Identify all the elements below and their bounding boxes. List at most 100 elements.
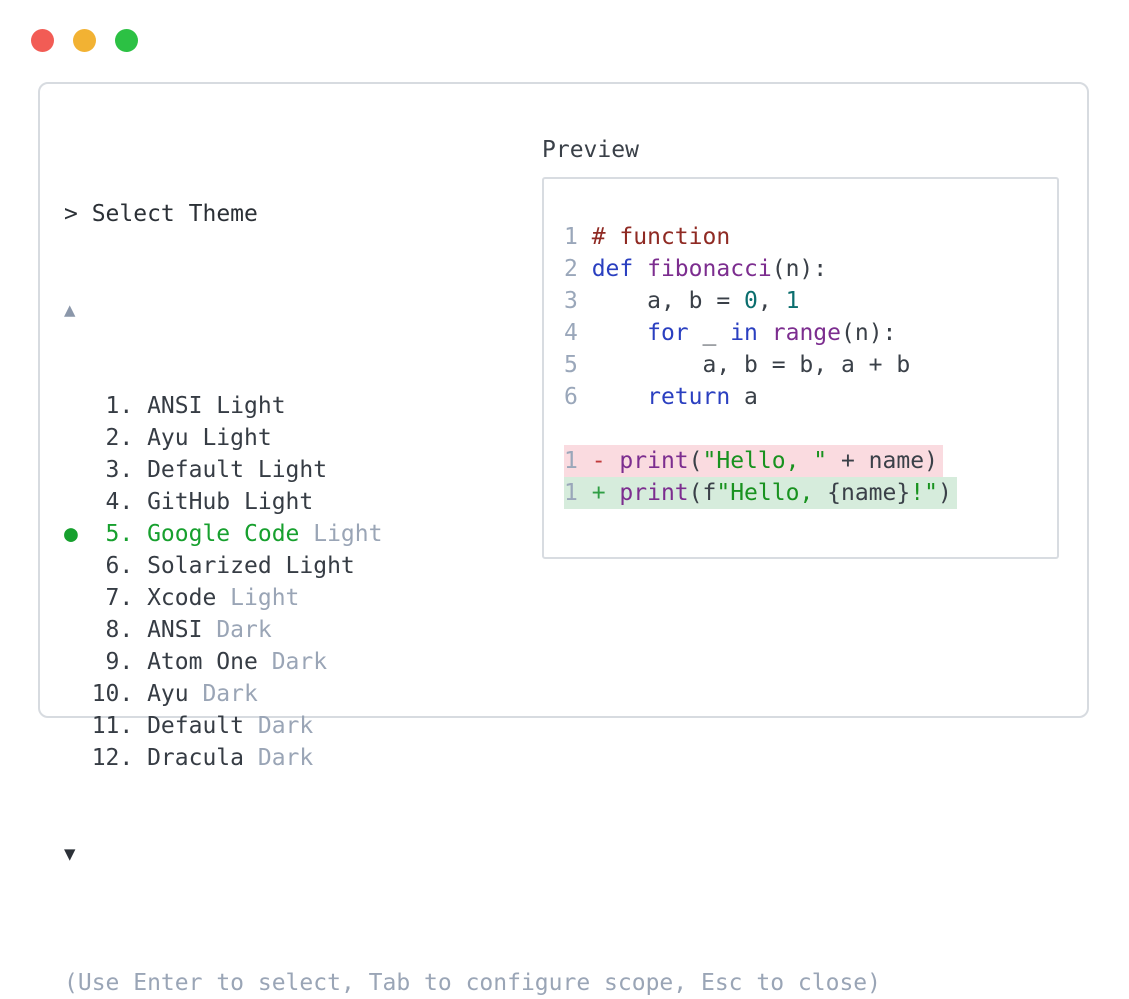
item-number: 2. <box>105 425 134 451</box>
help-text: (Use Enter to select, Tab to configure s… <box>64 970 881 996</box>
line-number: 1 <box>564 224 592 250</box>
code-token: print <box>619 480 689 506</box>
item-number: 11. <box>91 713 134 739</box>
line-number: 1 <box>564 480 592 506</box>
theme-item-4[interactable]: 4. GitHub Light <box>64 486 542 518</box>
code-token: a, b = b, a + b <box>591 352 911 378</box>
code-token <box>633 256 647 282</box>
item-number: 5. <box>105 521 134 547</box>
code-line: 3 a, b = 0, 1 <box>564 285 1057 317</box>
theme-item-12[interactable]: 12. Dracula Dark <box>64 742 542 774</box>
line-content: 1 + print(f"Hello, {name}!") <box>564 477 957 509</box>
theme-item-7[interactable]: 7. Xcode Light <box>64 582 542 614</box>
item-name: Xcode <box>133 585 217 611</box>
theme-item-3[interactable]: 3. Default Light <box>64 454 542 486</box>
code-line <box>564 413 1057 445</box>
selected-bullet-icon: ● <box>64 521 78 547</box>
item-name: GitHub Light <box>133 489 314 515</box>
close-button[interactable] <box>31 29 54 52</box>
item-variant: Light <box>216 585 300 611</box>
theme-item-2[interactable]: 2. Ayu Light <box>64 422 542 454</box>
item-name: ANSI Light <box>133 393 286 419</box>
dialog-body: > Select Theme ▲ 1. ANSI Light 2. Ayu Li… <box>64 134 1063 934</box>
code-token: "Hello, <box>716 480 828 506</box>
code-token: (n): <box>841 320 897 346</box>
theme-item-8[interactable]: 8. ANSI Dark <box>64 614 542 646</box>
code-token <box>758 320 772 346</box>
code-token: + <box>591 480 620 506</box>
item-gutter <box>64 550 92 582</box>
window-controls <box>31 29 138 52</box>
item-number: 7. <box>105 585 134 611</box>
diff-line-added: 1 + print(f"Hello, {name}!") <box>564 477 1057 509</box>
item-variant: Dark <box>244 745 314 771</box>
code-token <box>592 320 647 346</box>
item-gutter <box>64 582 92 614</box>
item-variant: Dark <box>244 713 314 739</box>
minimize-button[interactable] <box>73 29 96 52</box>
code-token: !" <box>910 480 938 506</box>
line-number: 6 <box>564 384 592 410</box>
theme-item-5[interactable]: ●5. Google Code Light <box>64 518 542 550</box>
code-token: # function <box>591 224 731 250</box>
item-gutter <box>64 646 92 678</box>
theme-list-column: > Select Theme ▲ 1. ANSI Light 2. Ayu Li… <box>64 134 542 934</box>
maximize-button[interactable] <box>115 29 138 52</box>
code-token: def <box>591 256 634 282</box>
code-token: in <box>730 320 758 346</box>
code-token: + name) <box>827 448 938 474</box>
item-number: 1. <box>105 393 134 419</box>
code-token: print <box>619 448 689 474</box>
item-name: Default Light <box>133 457 328 483</box>
code-token: return <box>647 384 731 410</box>
item-name: ANSI <box>133 617 203 643</box>
scroll-down-arrow[interactable]: ▼ <box>64 843 76 865</box>
line-content: 5 a, b = b, a + b <box>564 349 910 381</box>
line-number: 4 <box>564 320 592 346</box>
item-gutter <box>64 710 92 742</box>
item-number: 6. <box>105 553 134 579</box>
scroll-up-arrow[interactable]: ▲ <box>64 299 76 321</box>
item-number: 8. <box>105 617 134 643</box>
code-token: ( <box>688 448 703 474</box>
theme-item-1[interactable]: 1. ANSI Light <box>64 390 542 422</box>
line-number: 3 <box>564 288 592 314</box>
code-token: a, b = <box>591 288 745 314</box>
code-token: - <box>591 448 620 474</box>
code-line: 6 return a <box>564 381 1057 413</box>
code-token: fibonacci <box>647 256 772 282</box>
code-token: , <box>757 288 786 314</box>
dialog-title: > Select Theme <box>64 201 258 227</box>
item-number: 12. <box>91 745 134 771</box>
code-token: "Hello, " <box>702 448 828 474</box>
line-content: 2 def fibonacci(n): <box>564 253 827 285</box>
theme-selector-dialog: > Select Theme ▲ 1. ANSI Light 2. Ayu Li… <box>38 82 1089 996</box>
item-name: Default <box>133 713 244 739</box>
line-content: 3 a, b = 0, 1 <box>564 285 799 317</box>
line-content: 6 return a <box>564 381 758 413</box>
line-number: 1 <box>564 448 592 474</box>
item-gutter <box>64 454 92 486</box>
item-variant: Dark <box>188 681 258 707</box>
line-content: 1 - print("Hello, " + name) <box>564 445 943 477</box>
theme-item-9[interactable]: 9. Atom One Dark <box>64 646 542 678</box>
line-number: 2 <box>564 256 592 282</box>
code-token: range <box>771 320 841 346</box>
item-name: Atom One <box>133 649 258 675</box>
theme-item-10[interactable]: 10. Ayu Dark <box>64 678 542 710</box>
theme-item-6[interactable]: 6. Solarized Light <box>64 550 542 582</box>
code-token: (n): <box>771 256 828 282</box>
item-gutter <box>64 742 92 774</box>
line-content: 4 for _ in range(n): <box>564 317 896 349</box>
item-name: Ayu <box>133 681 189 707</box>
code-line: 4 for _ in range(n): <box>564 317 1057 349</box>
code-line: 1 # function <box>564 221 1057 253</box>
line-content: 1 # function <box>564 221 730 253</box>
item-number: 3. <box>105 457 134 483</box>
theme-item-11[interactable]: 11. Default Dark <box>64 710 542 742</box>
code-token: a <box>730 384 758 410</box>
item-gutter <box>64 390 92 422</box>
code-token: 1 <box>785 288 800 314</box>
